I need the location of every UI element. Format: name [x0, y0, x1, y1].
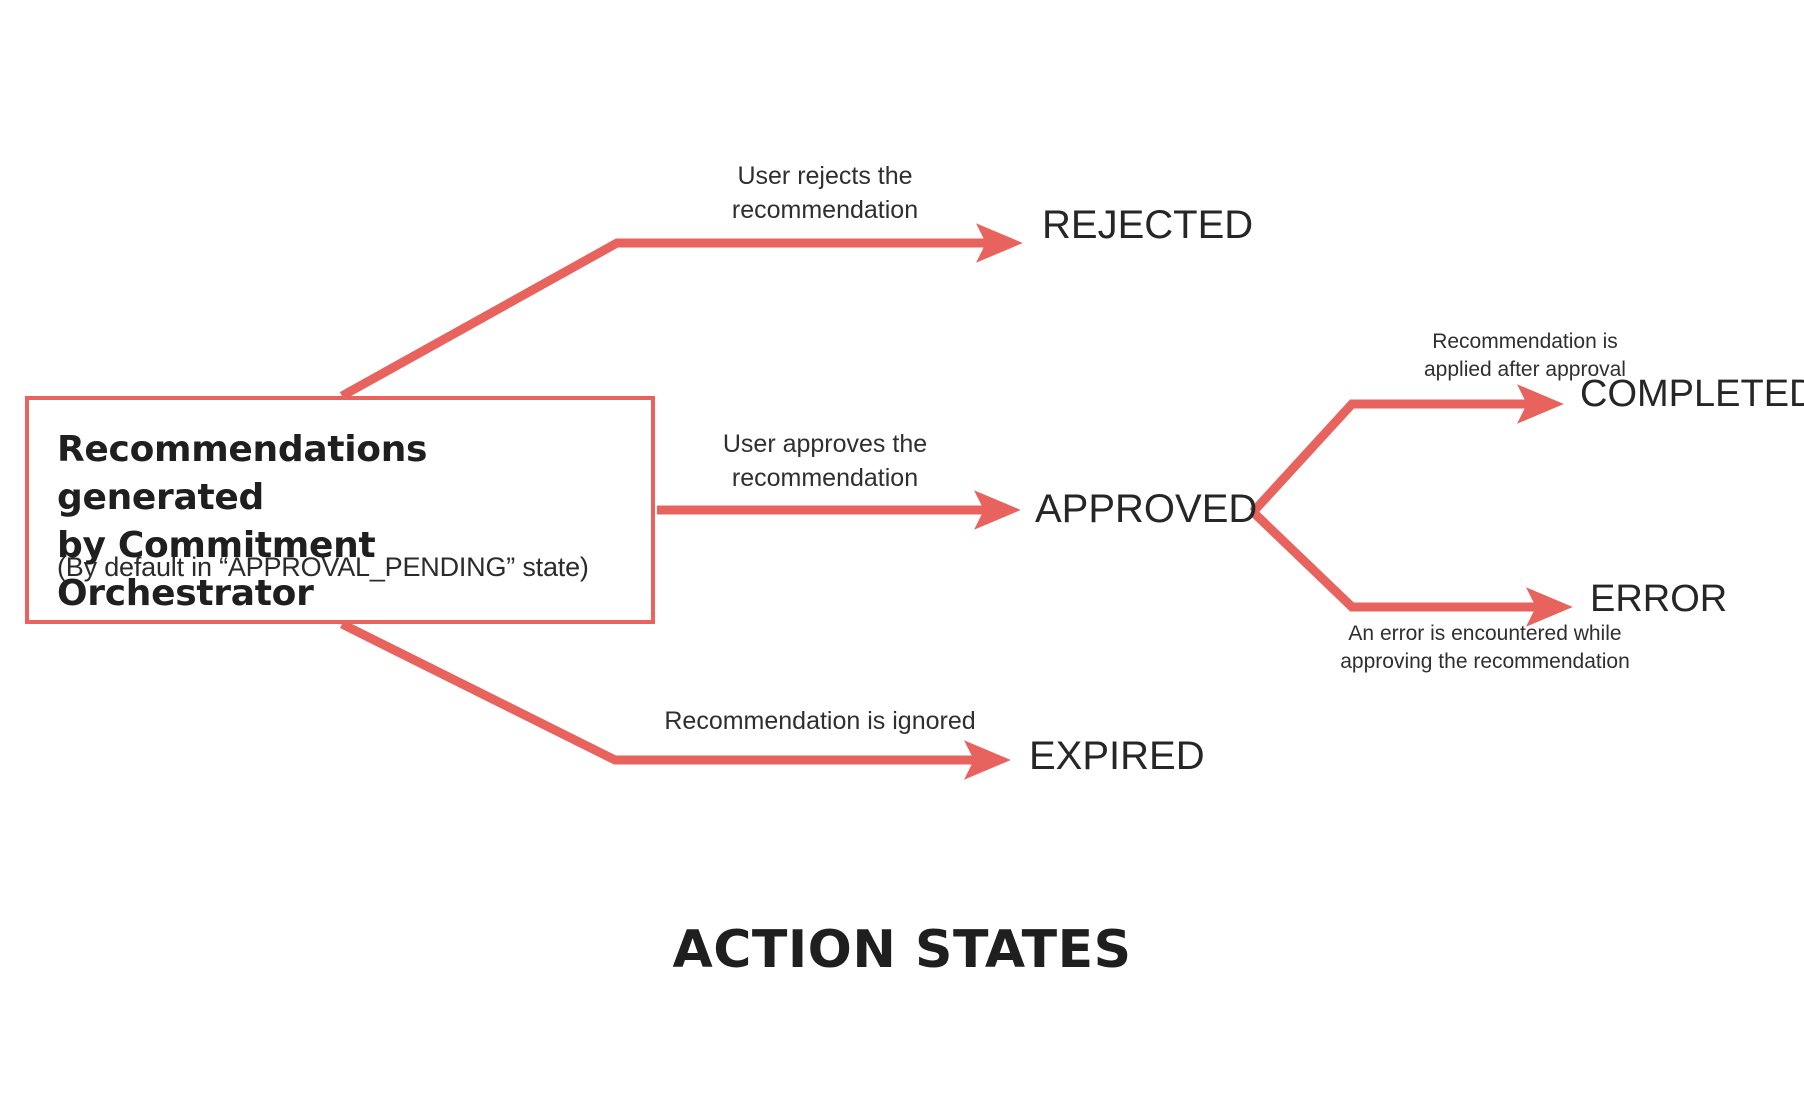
edge-source-to-rejected: [339, 223, 1023, 400]
state-expired: EXPIRED: [1029, 734, 1205, 778]
edge-label-to-error: An error is encountered while approving …: [1340, 622, 1630, 674]
edge-label-to-completed: Recommendation is applied after approval: [1424, 330, 1626, 382]
state-rejected: REJECTED: [1042, 203, 1254, 247]
edge-source-to-expired: [339, 619, 1011, 780]
state-approved: APPROVED: [1035, 487, 1258, 531]
state-error: ERROR: [1590, 578, 1728, 620]
edge-label-to-expired: Recommendation is ignored: [664, 707, 976, 735]
edge-approved-to-completed: [1249, 384, 1564, 516]
edge-approved-to-error: [1249, 508, 1573, 627]
diagram-title: ACTION STATES: [672, 920, 1132, 980]
state-completed: COMPLETED: [1580, 373, 1804, 415]
source-node-title: Recommendations generated by Commitment …: [57, 429, 428, 614]
edge-label-to-approved: User approves the recommendation: [722, 430, 928, 492]
source-node-subtitle: (By default in “APPROVAL_PENDING” state): [57, 552, 589, 582]
source-node: Recommendations generated by Commitment …: [25, 396, 655, 624]
edge-label-to-rejected: User rejects the recommendation: [731, 162, 919, 224]
